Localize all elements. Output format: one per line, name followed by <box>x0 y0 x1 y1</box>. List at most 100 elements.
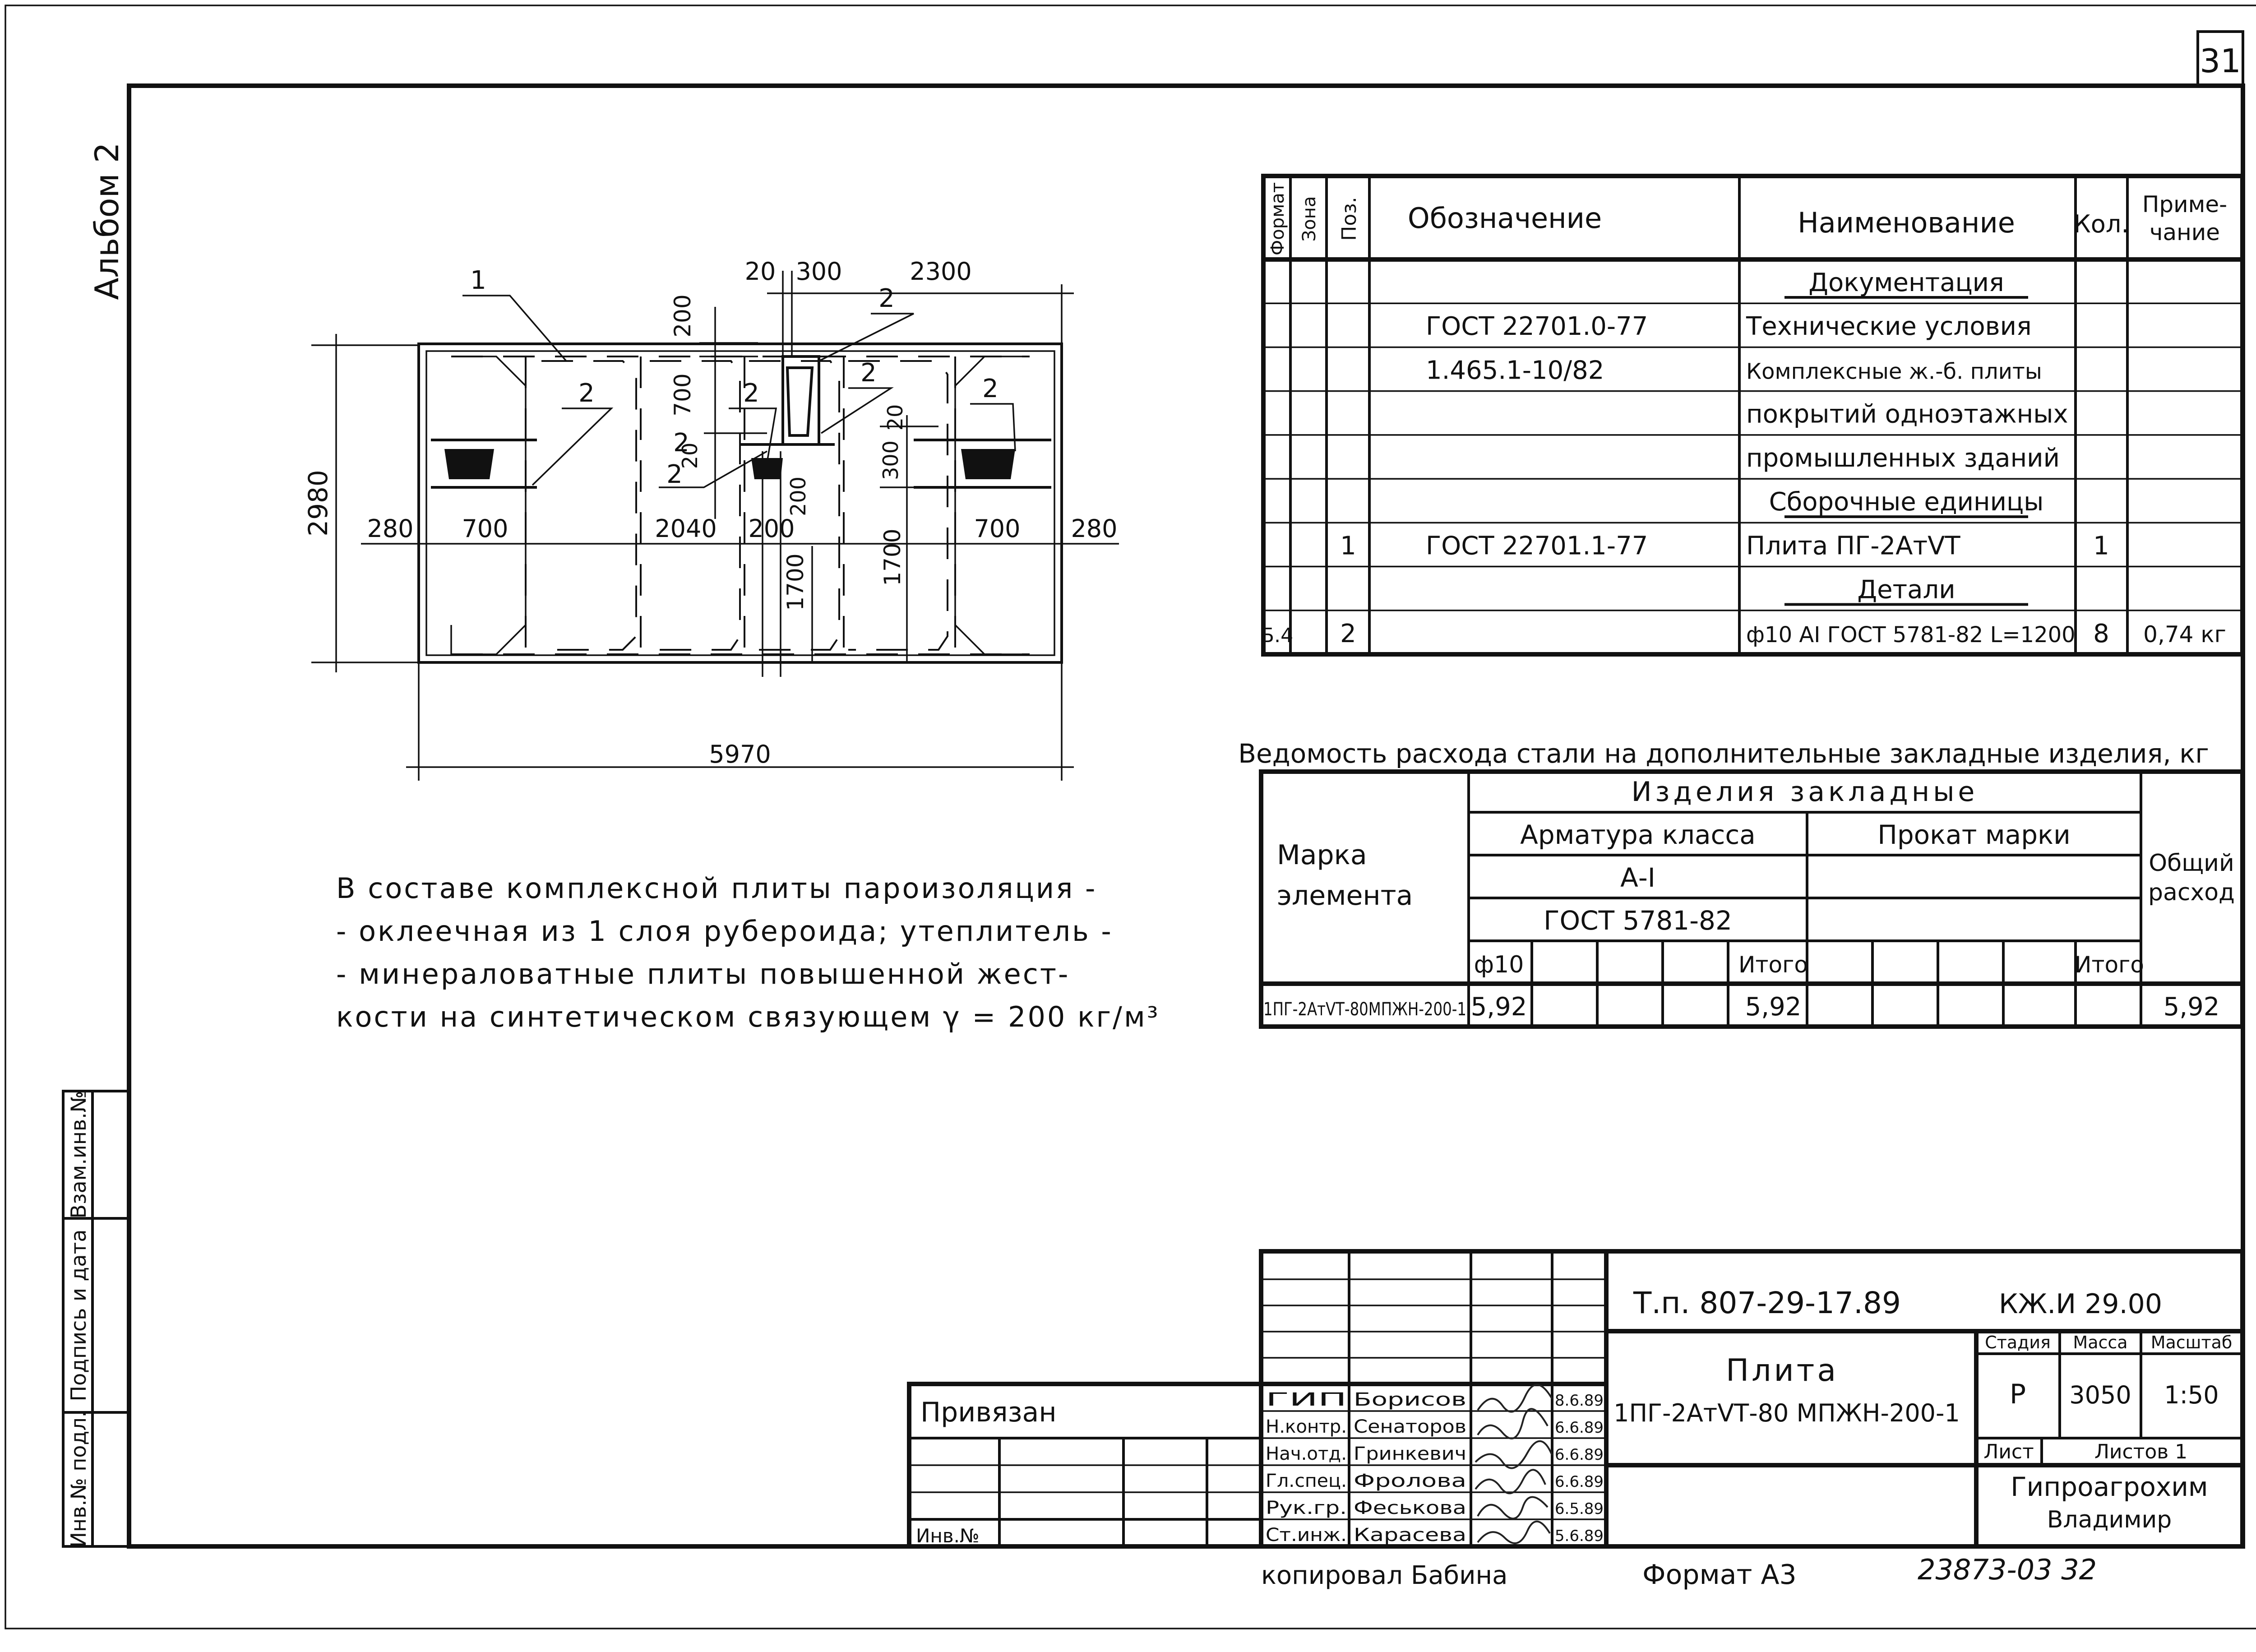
footer-copied-by: копировал Бабина <box>1261 1561 1507 1590</box>
spec-row: покрытий одноэтажных <box>1746 400 2068 429</box>
steel-row-mark: 1ПГ-2АтVТ-80МПЖН-200-1 <box>1263 999 1466 1020</box>
steel-mark-header-1: Марка <box>1277 839 1367 871</box>
callout-2-mid: 2 <box>860 358 877 388</box>
stamp-person-role: Н.контр. <box>1266 1416 1347 1437</box>
spec-table-header: Формат Зона Поз. Обозначение Наименовани… <box>1267 182 2227 255</box>
spec-cell-name: ф10 АI ГОСТ 5781-82 L=1200 <box>1746 622 2076 648</box>
page-number: 31 <box>2200 42 2241 80</box>
steel-group-header: Изделия закладные <box>1632 776 1979 808</box>
sheet-footer: копировал Бабина Формат А3 23873-03 32 <box>1261 1553 2097 1591</box>
dim-left-2980: 2980 <box>303 470 333 537</box>
dim-row-2040: 2040 <box>655 514 717 543</box>
stamp-inv-no: Инв.№ <box>916 1525 980 1547</box>
stamp-person-name: Сенаторов <box>1354 1416 1466 1437</box>
callout-2-low: 2 <box>666 460 683 489</box>
album-label: Альбом 2 <box>88 142 126 300</box>
dim-row-280-left: 280 <box>367 514 413 543</box>
spec-row: Документация <box>1784 268 2028 299</box>
title-block <box>907 1249 2245 1549</box>
spec-cell-name: покрытий одноэтажных <box>1746 400 2068 429</box>
spec-row: ГОСТ 22701.0-77 Технические условия <box>1426 312 2032 341</box>
spec-table <box>1261 174 2245 657</box>
stamp-person-row: Нач.отд. Гринкевич 6.6.89 <box>1266 1444 1604 1464</box>
stamp-person-name: Карасева <box>1354 1525 1466 1546</box>
stamp-sheet-label: Лист <box>1983 1440 2034 1463</box>
dim-vert-300: 300 <box>878 440 903 480</box>
spec-cell-designation: 1.465.1-10/82 <box>1426 356 1604 385</box>
stamp-person-role: Нач.отд. <box>1266 1444 1347 1464</box>
callout-2-top: 2 <box>878 284 895 313</box>
stamp-org-1: Гипроагрохим <box>2011 1472 2208 1502</box>
callout-2-right: 2 <box>982 374 999 403</box>
callout-2-bottom: 2 <box>673 428 689 458</box>
dim-row-280-right: 280 <box>1071 514 1117 543</box>
stamp-person-role: Гл.спец. <box>1266 1471 1347 1491</box>
dim-top-300: 300 <box>795 257 842 286</box>
stamp-person-date: 6.6.89 <box>1555 1419 1604 1437</box>
dim-vert-700: 700 <box>670 373 696 416</box>
note-line-4: кости на синтетическом связующем γ = 200… <box>336 1000 1160 1033</box>
note-block: В составе комплексной плиты пароизоляция… <box>336 872 1160 1033</box>
steel-total-header-1: Общий <box>2149 850 2234 877</box>
steel-sub-itogo-1: Итого <box>1738 952 1808 978</box>
spec-cell-name: Детали <box>1857 575 1955 605</box>
stamp-person-date: 6.5.89 <box>1555 1500 1604 1518</box>
stamp-org-2: Владимир <box>2047 1506 2172 1533</box>
dim-top-20: 20 <box>745 257 776 286</box>
callout-1: 1 <box>470 266 486 295</box>
spec-cell-pos: 1 <box>1340 531 1356 560</box>
spec-cell-name: промышленных зданий <box>1746 444 2060 473</box>
spec-header-note: Приме-чание <box>2142 191 2227 245</box>
stamp-mass-label: Масса <box>2073 1333 2127 1352</box>
spec-cell-name: Технические условия <box>1746 312 2032 341</box>
dim-row-700-left: 700 <box>462 514 508 543</box>
stamp-text: Т.п. 807-29-17.89 КЖ.И 29.00 Плита 1ПГ-2… <box>916 1286 2232 1547</box>
spec-row: промышленных зданий <box>1746 444 2060 473</box>
steel-sub-d10: ф10 <box>1474 951 1524 978</box>
side-label-vzam-inv: Взам.инв.№ <box>66 1091 91 1218</box>
note-line-3: - минераловатные плиты повышенной жест- <box>336 958 1070 990</box>
spec-cell-name: Плита ПГ-2АтVТ <box>1746 531 1960 560</box>
stamp-scale: 1:50 <box>2164 1381 2219 1409</box>
stamp-person-name: Феськова <box>1354 1498 1466 1518</box>
dim-top-2300: 2300 <box>910 257 971 286</box>
stamp-signatures <box>1475 1384 1553 1544</box>
spec-row: Сборочные единицы <box>1769 487 2043 518</box>
spec-cell-designation: ГОСТ 22701.0-77 <box>1426 312 1648 341</box>
stamp-person-date: 6.6.89 <box>1555 1473 1604 1491</box>
steel-table-text: Марка элемента Изделия закладные Арматур… <box>1263 776 2235 1022</box>
footer-format: Формат А3 <box>1642 1559 1797 1591</box>
footer-archive-no: 23873-03 32 <box>1918 1553 2097 1586</box>
spec-cell-qty: 1 <box>2093 531 2109 560</box>
dim-vert-1700-right: 1700 <box>879 528 906 586</box>
stamp-person-row: Н.контр. Сенаторов 6.6.89 <box>1266 1416 1604 1437</box>
spec-header-designation: Обозначение <box>1408 202 1602 235</box>
dim-row-200: 200 <box>748 514 795 543</box>
stamp-person-name: Борисов <box>1354 1389 1466 1410</box>
stamp-person-date: 6.6.89 <box>1555 1446 1604 1464</box>
steel-rebar-class: А-I <box>1620 862 1655 893</box>
note-line-2: - оклеечная из 1 слоя рубероида; утеплит… <box>336 915 1113 948</box>
steel-rebar-header: Арматура класса <box>1520 819 1756 850</box>
stamp-stage-label: Стадия <box>1985 1333 2051 1352</box>
stamp-person-role: Ст.инж. <box>1266 1525 1347 1546</box>
steel-rolled-header: Прокат марки <box>1877 819 2071 850</box>
stamp-sheets-label: Листов 1 <box>2094 1440 2187 1463</box>
steel-mark-header-2: элемента <box>1277 880 1413 912</box>
spec-header-format: Формат <box>1267 182 1288 255</box>
steel-sub-itogo-2: Итого <box>2075 952 2144 978</box>
dim-vert-200: 200 <box>670 294 696 337</box>
dim-vert-1700-center: 1700 <box>782 553 809 611</box>
spec-header-zone: Зона <box>1299 196 1320 242</box>
stamp-mass: 3050 <box>2069 1381 2131 1409</box>
steel-row-itogo1: 5,92 <box>1745 992 1802 1022</box>
stamp-person-name: Гринкевич <box>1354 1444 1466 1464</box>
